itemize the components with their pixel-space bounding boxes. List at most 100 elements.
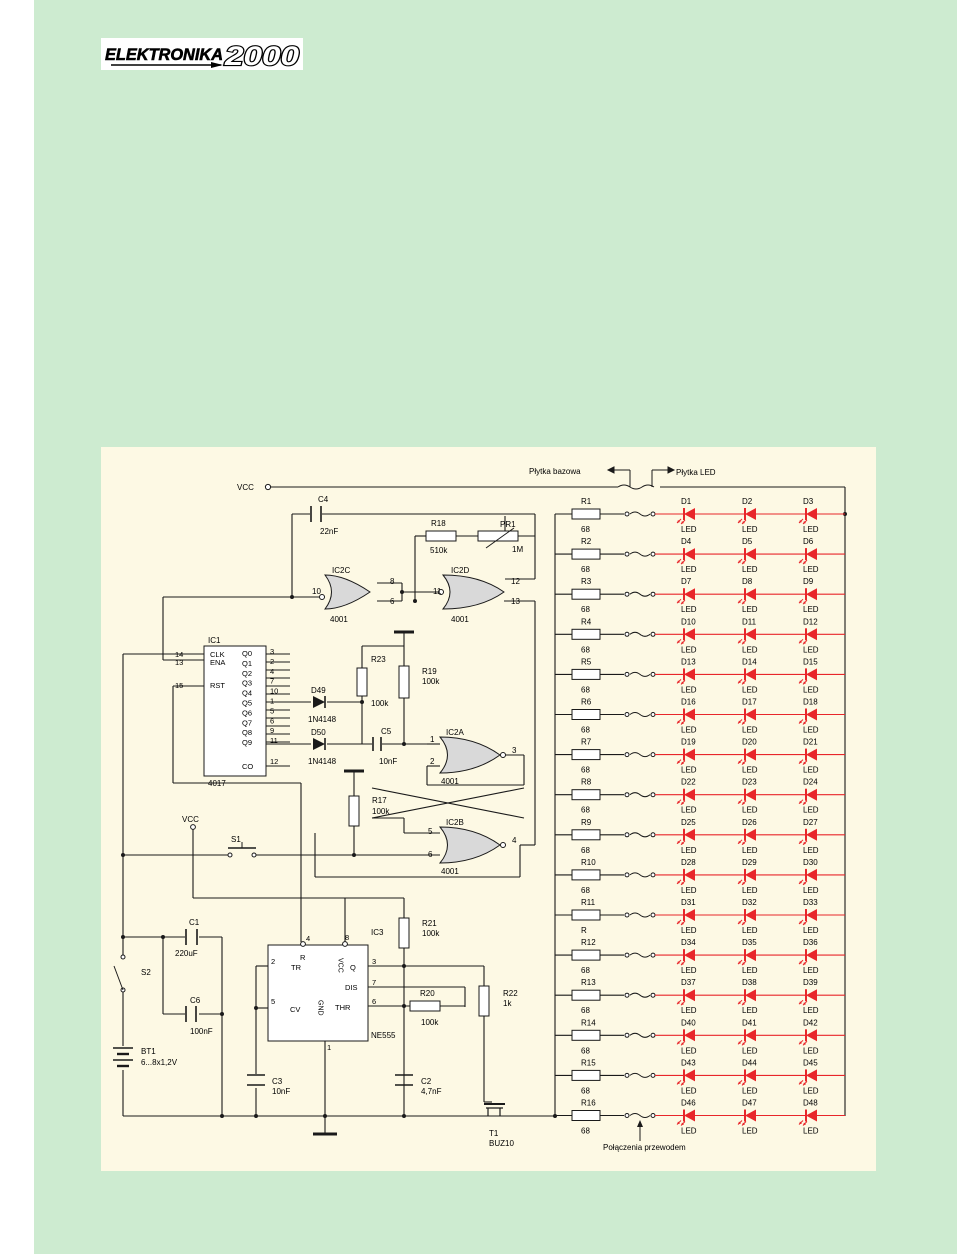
c5-value: 10nF [379, 757, 397, 766]
ic3-n3: 3 [372, 957, 376, 966]
row-resistor-value: 68 [581, 886, 590, 895]
led-type: LED [681, 565, 697, 574]
ic2a-pin-c: 3 [512, 746, 517, 755]
r19-ref: R19 [422, 667, 437, 676]
led-diode [676, 627, 696, 646]
row-resistor-value: R [581, 926, 587, 935]
led-ref: D12 [803, 617, 818, 626]
row-resistor [571, 709, 601, 720]
led-ref: D11 [742, 617, 757, 626]
row-resistor-value: 68 [581, 1006, 590, 1015]
led-diode [798, 747, 818, 766]
gate-ic2b [438, 826, 506, 864]
logo-year: 2000 [224, 41, 299, 70]
wire-break [629, 752, 651, 758]
r22-value: 1k [503, 999, 512, 1008]
led-ref: D33 [803, 898, 818, 907]
led-matrix: R168D1LEDD2LEDD3LEDR268D4LEDD5LEDD6LEDR3… [555, 497, 845, 1136]
led-type: LED [681, 766, 697, 775]
wire-break-vcc [617, 484, 655, 490]
led-diode [676, 988, 696, 1007]
resistor-r17 [348, 795, 360, 827]
led-ref: D43 [681, 1058, 696, 1067]
led-type: LED [803, 605, 819, 614]
switch-s1 [227, 842, 257, 858]
row-resistor [571, 508, 601, 520]
led-diode [676, 507, 696, 525]
ic1-right-pin-num: 6 [270, 716, 274, 725]
led-ref: D22 [681, 778, 696, 787]
led-type: LED [803, 966, 819, 975]
resistor-r22 [478, 985, 490, 1017]
led-type: LED [681, 966, 697, 975]
led-type: LED [742, 806, 758, 815]
row-resistor-ref: R5 [581, 657, 592, 666]
c3-ref: C3 [272, 1077, 283, 1086]
led-diode [676, 787, 696, 806]
led-diode [798, 867, 818, 886]
ic1-left-pin-num: 15 [175, 681, 183, 690]
d50-value: 1N4148 [308, 757, 337, 766]
ic2d-pin-a: 11 [433, 587, 442, 596]
ic1-right-pin-num: 7 [270, 677, 274, 686]
capacitor-c1 [185, 929, 198, 945]
led-type: LED [803, 645, 819, 654]
led-diode [676, 948, 696, 967]
ic3-n1: 1 [327, 1043, 331, 1052]
led-ref: D9 [803, 577, 814, 586]
wire-break [629, 952, 651, 958]
led-diode [798, 587, 818, 606]
led-type: LED [803, 565, 819, 574]
ic2d-pin-c: 13 [511, 597, 520, 606]
schematic-panel: VCC Płytka bazowa Płytka LED C4 22nF R18… [101, 447, 876, 1171]
led-type: LED [742, 966, 758, 975]
resistor-r21 [398, 917, 410, 949]
wire-break [629, 1113, 651, 1118]
row-resistor-value: 68 [581, 645, 590, 654]
led-ref: D41 [742, 1018, 757, 1027]
led-diode [676, 1068, 696, 1087]
led-diode [737, 1108, 757, 1127]
row-resistor-ref: R8 [581, 778, 592, 787]
led-diode [798, 787, 818, 806]
ic1-right-pin-num: 4 [270, 667, 274, 676]
c4-value: 22nF [320, 527, 338, 536]
ic3-n2: 2 [271, 957, 275, 966]
led-type: LED [681, 645, 697, 654]
switch-s2 [113, 954, 126, 993]
capacitor-c4 [310, 506, 322, 522]
led-type: LED [742, 1127, 758, 1136]
led-type: LED [742, 1046, 758, 1055]
led-type: LED [742, 886, 758, 895]
ic1-right-pin-name: Q8 [242, 728, 252, 737]
r21-ref: R21 [422, 919, 437, 928]
led-ref: D16 [681, 698, 696, 707]
wire-break [629, 671, 651, 677]
led-type: LED [803, 886, 819, 895]
row-resistor-ref: R11 [581, 898, 596, 907]
led-type: LED [742, 926, 758, 935]
gate-ic2c [319, 574, 371, 610]
ic1-4017 [203, 645, 267, 777]
ic3-pin-r: R [300, 953, 306, 962]
row-resistor [571, 749, 601, 761]
led-ref: D38 [742, 978, 757, 987]
wire-break [629, 792, 651, 798]
ic3-pin-gnd: GND [317, 1000, 324, 1016]
row-resistor-value: 68 [581, 726, 590, 735]
led-type: LED [681, 846, 697, 855]
ic1-right-pin-num: 5 [270, 706, 274, 715]
c1-ref: C1 [189, 918, 200, 927]
led-type: LED [803, 1127, 819, 1136]
row-resistor-value: 68 [581, 525, 590, 534]
led-type: LED [681, 726, 697, 735]
row-resistor-value: 68 [581, 1046, 590, 1055]
s1-ref: S1 [231, 835, 241, 844]
led-ref: D42 [803, 1018, 818, 1027]
led-diode [676, 1108, 696, 1127]
